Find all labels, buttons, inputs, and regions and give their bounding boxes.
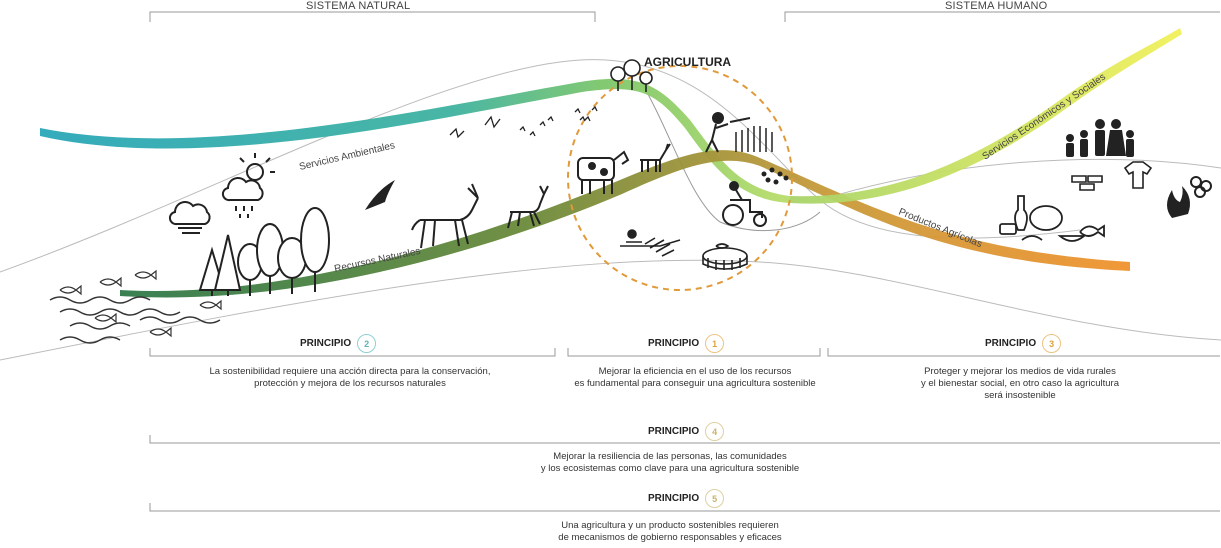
clothes-icon xyxy=(1071,161,1153,191)
principio-5-number: 5 xyxy=(705,489,725,508)
tractor-icon xyxy=(722,181,767,227)
principio-1-header: PRINCIPIO 1 xyxy=(648,334,725,353)
principio-5-word: PRINCIPIO xyxy=(648,493,700,504)
principio-2-header: PRINCIPIO 2 xyxy=(300,334,377,353)
family-icon xyxy=(1066,119,1134,157)
principio-3-line-1: Proteger y mejorar los medios de vida ru… xyxy=(924,366,1116,377)
principio-5-description: Una agricultura y un producto sostenible… xyxy=(500,520,840,544)
butterfly-icon xyxy=(449,107,591,139)
principio-1-number: 1 xyxy=(705,334,725,353)
farmer-icon xyxy=(705,112,773,153)
crops-icon xyxy=(761,167,789,185)
band-recursos-productos xyxy=(120,150,1130,298)
sun-cloud-rain-icon xyxy=(221,153,275,218)
tree-icon xyxy=(610,59,653,92)
background-hill-right xyxy=(819,158,1221,201)
principio-3-number: 3 xyxy=(1042,334,1062,353)
principio-1-word: PRINCIPIO xyxy=(648,338,700,349)
sistema-natural-label: SISTEMA NATURAL xyxy=(306,0,411,12)
principio-2-number: 2 xyxy=(357,334,377,353)
principio-3-line-2: y el bienestar social, en otro caso la a… xyxy=(920,378,1120,389)
cloud-icon xyxy=(168,201,211,234)
wave-icon xyxy=(49,296,221,344)
principio-2-word: PRINCIPIO xyxy=(300,338,352,349)
goat-icon xyxy=(640,143,671,172)
principio-3-word: PRINCIPIO xyxy=(985,338,1037,349)
principio-4-description: Mejorar la resiliencia de las personas, … xyxy=(480,451,860,475)
principio-3-header: PRINCIPIO 3 xyxy=(985,334,1062,353)
agricultura-circle xyxy=(567,65,793,291)
sistema-humano-label: SISTEMA HUMANO xyxy=(945,0,1048,12)
firewood-icon xyxy=(1190,176,1212,198)
principio-1-description: Mejorar la eficiencia en el uso de los r… xyxy=(540,366,850,390)
principio-4-line-2: y los ecosistemas como clave para una ag… xyxy=(540,463,800,474)
fish-farm-icon xyxy=(702,243,748,270)
principio-2-line-2: protección y mejora de los recursos natu… xyxy=(254,378,446,389)
tree-icon xyxy=(198,207,330,296)
band-servicios-ambientales xyxy=(40,78,790,203)
principio-5-line-2: de mecanismos de gobierno responsables y… xyxy=(558,532,782,543)
deer-icon xyxy=(507,185,549,229)
fire-icon xyxy=(1167,186,1190,218)
principio-5-header: PRINCIPIO 5 xyxy=(648,489,725,508)
principio-4-word: PRINCIPIO xyxy=(648,426,700,437)
background-curve-center xyxy=(639,79,821,232)
principio-1-line-2: es fundamental para conseguir una agricu… xyxy=(574,378,816,389)
irrigation-icon xyxy=(620,229,681,257)
humano-bracket xyxy=(784,11,1220,22)
principio-4-line-1: Mejorar la resiliencia de las personas, … xyxy=(553,451,787,462)
antelope-icon xyxy=(411,183,479,249)
principio-2-description: La sostenibilidad requiere una acción di… xyxy=(140,366,560,390)
principio-4-number: 4 xyxy=(705,422,725,441)
principio-4-header: PRINCIPIO 4 xyxy=(648,422,725,441)
principio-1-line-1: Mejorar la eficiencia en el uso de los r… xyxy=(598,366,792,377)
principio-3-line-3: será insostenible xyxy=(984,390,1056,401)
fish-icon xyxy=(59,269,222,338)
agricultura-title: AGRICULTURA xyxy=(644,55,731,69)
bird-icon xyxy=(365,180,395,210)
food-icon xyxy=(999,195,1105,242)
natural-bracket xyxy=(149,11,596,22)
principio-2-line-1: La sostenibilidad requiere una acción di… xyxy=(209,366,491,377)
cow-icon xyxy=(577,150,630,194)
bird-icon xyxy=(579,105,598,122)
principio-3-description: Proteger y mejorar los medios de vida ru… xyxy=(860,366,1180,402)
principio-5-line-1: Una agricultura y un producto sostenible… xyxy=(561,520,779,531)
